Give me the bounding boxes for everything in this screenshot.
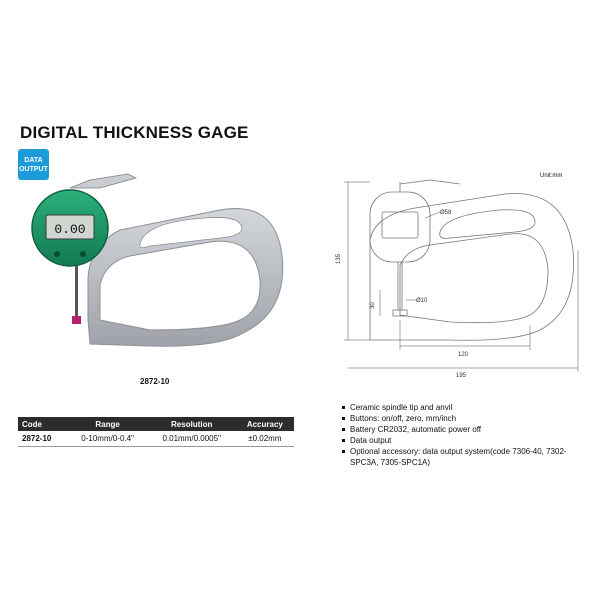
dim-120: 120	[458, 352, 469, 358]
header-resolution: Resolution	[147, 417, 236, 431]
badge-line-2: OUTPUT	[19, 165, 48, 173]
drawing-lcd	[381, 211, 419, 239]
dim-dia10: Ø10	[416, 298, 428, 304]
lift-lever	[69, 173, 138, 189]
product-illustration: 0.00	[31, 173, 284, 347]
dim-135: 135	[336, 253, 342, 264]
dim-dia58: Ø58	[440, 210, 452, 216]
ceramic-tip	[72, 316, 81, 324]
button-right	[80, 251, 86, 257]
drawing-gauge	[369, 191, 431, 263]
spec-table: Code Range Resolution Accuracy 2872-10 0…	[18, 417, 294, 447]
cell-range: 0-10mm/0-0.4"	[67, 431, 148, 447]
drawing-frame-inner	[399, 233, 549, 324]
drawing-handle-hole	[439, 209, 536, 239]
gauge-frame	[87, 208, 284, 347]
gauge-lcd	[45, 214, 95, 240]
spec-table-header: Code Range Resolution Accuracy	[18, 417, 294, 431]
badge-line-1: DATA	[24, 156, 43, 164]
header-code: Code	[18, 417, 68, 431]
list-item: Ceramic spindle tip and anvil	[340, 402, 590, 413]
header-range: Range	[67, 417, 148, 431]
cell-code: 2872-10	[18, 431, 68, 447]
button-left	[54, 251, 60, 257]
technical-drawing: Ø58 135 30 Ø10 120 195	[336, 179, 579, 379]
model-caption: 2872-10	[140, 377, 170, 386]
gauge-readout: 0.00	[54, 222, 85, 237]
dim-195: 195	[456, 373, 467, 379]
page-title: DIGITAL THICKNESS GAGE	[20, 123, 249, 142]
drawing-frame	[369, 193, 574, 341]
header-accuracy: Accuracy	[235, 417, 294, 431]
data-output-badge: DATA OUTPUT	[18, 149, 49, 180]
spindle	[75, 266, 78, 320]
cell-resolution: 0.01mm/0.0005"	[147, 431, 236, 447]
table-row: 2872-10 0-10mm/0-0.4" 0.01mm/0.0005" ±0.…	[18, 431, 294, 447]
cell-accuracy: ±0.02mm	[235, 431, 294, 447]
list-item: Buttons: on/off, zero, mm/inch	[340, 413, 590, 424]
unit-label: Unit:mm	[540, 173, 563, 179]
list-item: Battery CR2032, automatic power off	[340, 424, 590, 435]
feature-list: Ceramic spindle tip and anvil Buttons: o…	[340, 402, 590, 468]
handle-hole	[139, 217, 243, 248]
dim-30: 30	[370, 302, 376, 309]
list-item: Data output	[340, 435, 590, 446]
list-item: Optional accessory: data output system(c…	[340, 446, 590, 468]
